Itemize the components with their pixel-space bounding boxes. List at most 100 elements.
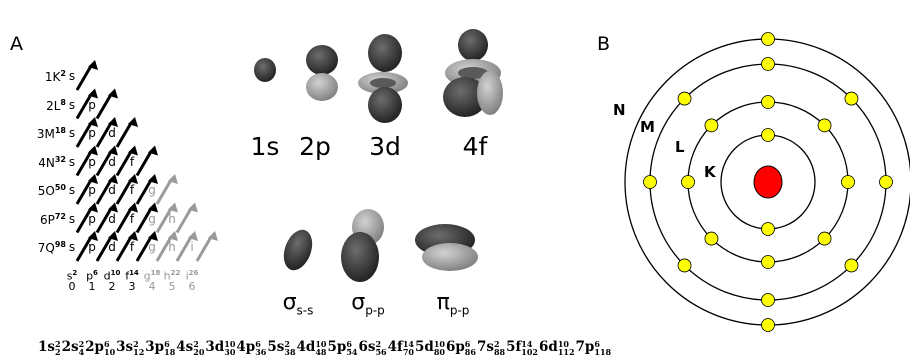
orbital-1s-shape (254, 58, 276, 82)
mo-label-sigma-s-s: σs-s (282, 290, 314, 318)
fill-arrow (135, 231, 158, 262)
electron (761, 95, 775, 109)
shell-label-6p: 6P72 (39, 211, 66, 227)
fill-arrow (115, 231, 138, 262)
fill-arrow (75, 88, 98, 120)
fill-arrow (115, 145, 138, 177)
fill-arrow (155, 174, 178, 205)
subshell-7i: i (190, 240, 194, 254)
fill-arrow (195, 231, 218, 262)
shell-label-n: N (613, 101, 626, 119)
subshell-5g: g (148, 183, 156, 197)
subshell-4f: f (129, 154, 135, 169)
fill-arrow (75, 202, 98, 234)
shell-label-l: L (675, 138, 685, 156)
subshell-7h: h (168, 240, 176, 254)
subshell-6h: h (168, 211, 176, 226)
subshell-3d: d (108, 126, 116, 140)
subshell-7d: d (108, 240, 116, 254)
subshell-6s: s (68, 211, 76, 226)
footer-subshell-h: h22 (163, 269, 181, 283)
fill-arrow (135, 174, 158, 205)
footer-subshell-g: g18 (143, 269, 161, 283)
electron (817, 118, 832, 133)
orbital-label-1s: 1s (250, 132, 280, 161)
shell-label-2l: 2L8 (46, 97, 66, 113)
footer-subshell-p: p6 (86, 269, 98, 283)
electron (677, 258, 692, 273)
subshell-6f: f (129, 211, 135, 226)
footer-subshell-i: i26 (185, 269, 199, 283)
electron (844, 91, 859, 106)
panel-label-a: A (10, 33, 23, 55)
subshell-7s: s (68, 240, 76, 254)
fill-arrow (95, 117, 118, 148)
fill-arrow (115, 174, 138, 205)
nucleus (753, 165, 783, 199)
footer-subshell-f: f14 (125, 269, 139, 283)
footer-subshell-d: d10 (103, 269, 121, 283)
electron (677, 91, 692, 106)
electron (761, 318, 775, 332)
subshell-3p: p (88, 126, 96, 140)
fill-arrow (75, 117, 98, 148)
subshell-7f: f (129, 240, 135, 254)
fill-arrow (75, 60, 98, 91)
electron (844, 258, 859, 273)
shell-label-5o: 5O50 (37, 183, 66, 198)
panel-label-b: B (597, 33, 611, 55)
footer-l-1: 1 (88, 280, 96, 293)
shell-label-1k: 1K2 (44, 69, 66, 84)
shell-label-4n: 4N32 (38, 154, 66, 170)
electron (761, 255, 775, 269)
fill-arrow (95, 88, 118, 120)
fill-arrow (95, 202, 118, 234)
fill-arrow (135, 145, 158, 177)
electron (761, 293, 775, 307)
subshell-6g: g (148, 211, 156, 226)
subshell-4p: p (88, 154, 96, 169)
fill-arrow (155, 231, 178, 262)
subshell-5f: f (129, 183, 135, 197)
pi-p-p-shape (415, 224, 478, 271)
fill-arrow (95, 145, 118, 177)
molecular-orbital-shapes (283, 209, 478, 282)
electron (681, 175, 695, 189)
electron (643, 175, 657, 189)
fill-arrow (135, 202, 158, 234)
aufbau-arrows (75, 60, 218, 262)
subshell-7g: g (148, 240, 156, 254)
footer-l-0: 0 (68, 280, 76, 293)
atomic-orbital-shapes (254, 29, 503, 123)
electron (879, 175, 893, 189)
subshell-5s: s (68, 183, 76, 197)
electron (817, 231, 832, 246)
fill-arrow (115, 202, 138, 234)
bohr-atom-model (624, 32, 910, 332)
sigma-s-s-shape (283, 229, 313, 271)
shell-label-7q: 7Q98 (37, 240, 66, 255)
subshell-3s: s (68, 126, 76, 140)
fill-arrow (175, 231, 198, 262)
subshell-1s: s (68, 69, 76, 83)
fill-arrow (115, 117, 138, 148)
orbital-label-3d: 3d (369, 132, 401, 161)
footer-l-4: 4 (148, 280, 156, 293)
footer-l-5: 5 (168, 280, 176, 293)
mo-label-pi-p-p: πp-p (436, 290, 470, 318)
